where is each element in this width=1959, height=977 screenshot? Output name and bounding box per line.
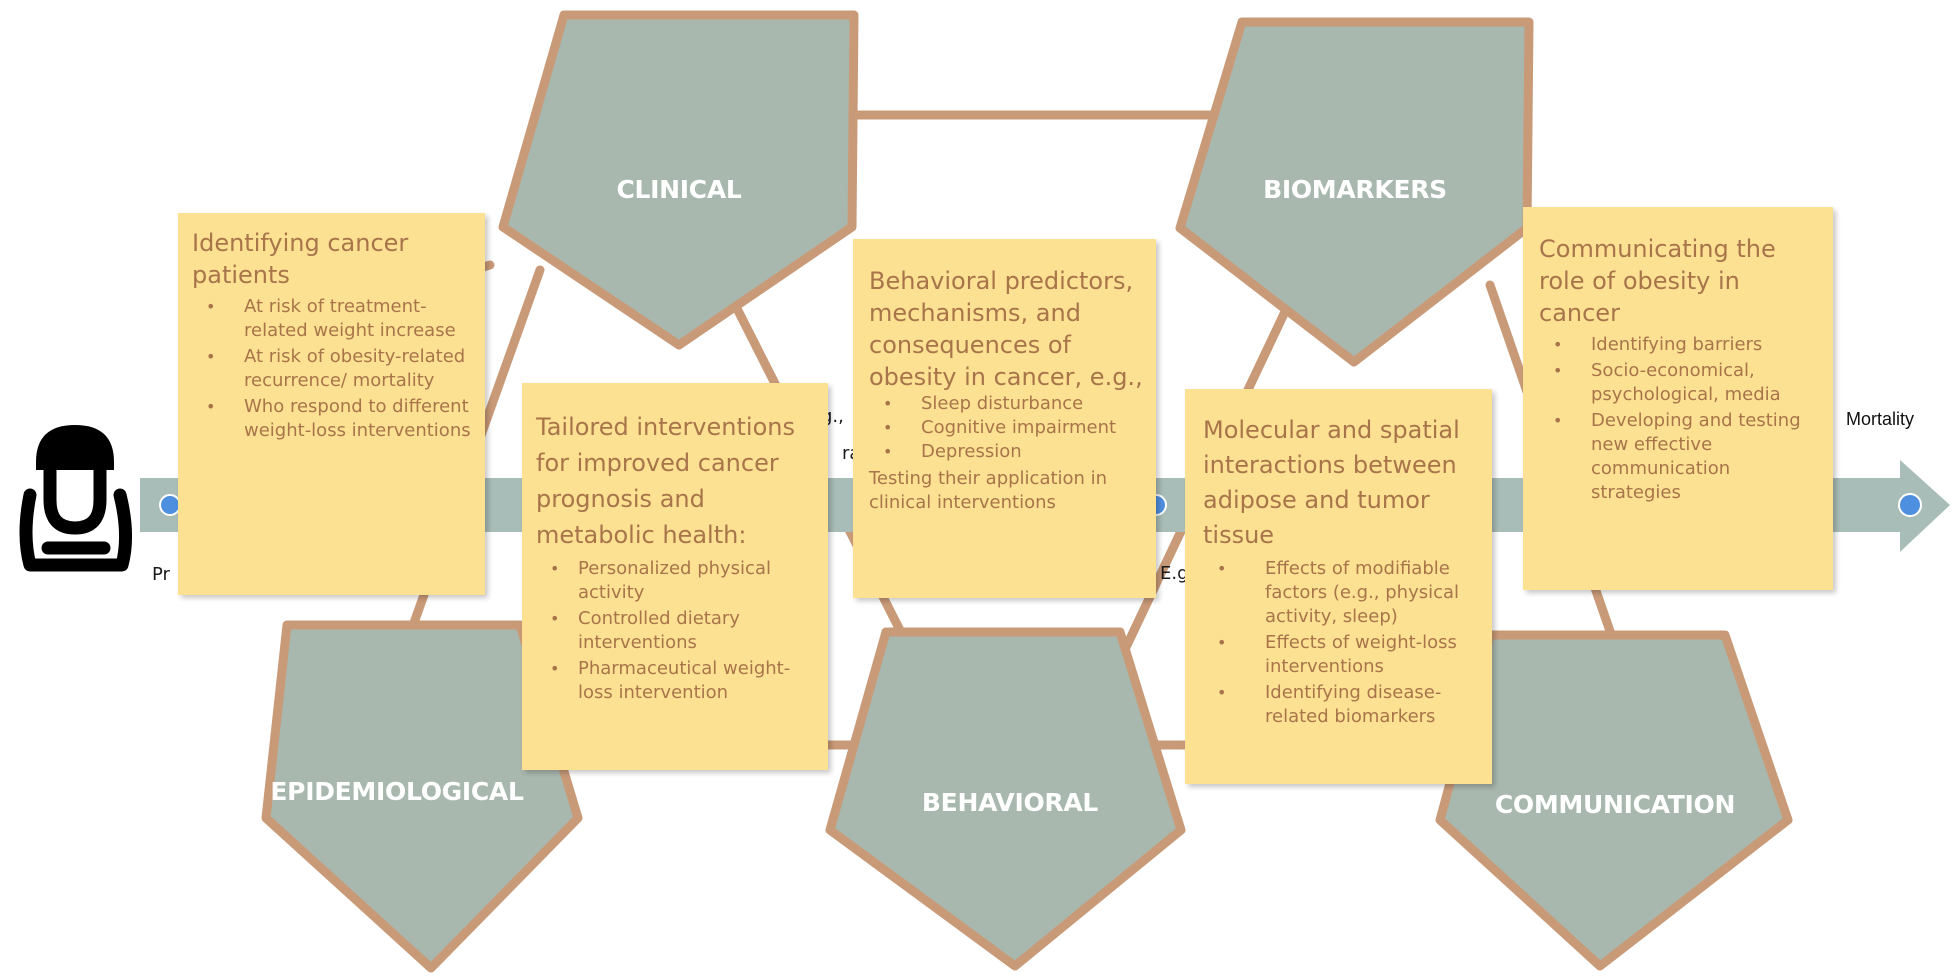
- pentagon-communication: [1435, 630, 1793, 971]
- note-tailored-interventions: Tailored interventions for improved canc…: [522, 383, 828, 770]
- list-item: Cognitive impairment: [869, 417, 1148, 439]
- note-identifying-patients: Identifying cancer patients At risk of t…: [178, 213, 485, 595]
- timeline-fragment-eg-right: E.g: [1160, 563, 1189, 584]
- list-item: Identifying barriers: [1539, 333, 1825, 357]
- list-item: Developing and testing new effective com…: [1539, 409, 1825, 505]
- list-item: Who respond to different weight-loss int…: [192, 395, 473, 443]
- note-list: Identifying barriers Socio-economical, p…: [1539, 333, 1825, 505]
- pentagon-label-communication: COMMUNICATION: [1494, 790, 1736, 819]
- list-item: Identifying disease-related biomarkers: [1203, 681, 1482, 729]
- pentagon-biomarkers: [1175, 17, 1534, 367]
- list-item: Socio-economical, psychological, media: [1539, 359, 1825, 407]
- note-heading: Identifying cancer patients: [192, 229, 409, 289]
- note-list: Effects of modifiable factors (e.g., phy…: [1203, 557, 1482, 729]
- note-tail: Testing their application in clinical in…: [869, 468, 1108, 513]
- pentagon-behavioral: [825, 627, 1186, 971]
- note-molecular-interactions: Molecular and spatial interactions betwe…: [1185, 389, 1492, 784]
- note-heading: Behavioral predictors, mechanisms, and c…: [869, 267, 1143, 391]
- note-heading: Tailored interventions for improved canc…: [536, 413, 795, 549]
- pentagon-epidemiological: [261, 620, 583, 973]
- list-item: At risk of treatment-related weight incr…: [192, 295, 473, 343]
- note-heading: Molecular and spatial interactions betwe…: [1203, 416, 1460, 549]
- note-communicating-role: Communicating the role of obesity in can…: [1523, 207, 1833, 590]
- timeline-fragment-pr: Pr: [152, 564, 170, 585]
- timeline-dot-end: [1898, 493, 1922, 517]
- list-item: Depression: [869, 441, 1148, 463]
- pentagon-label-biomarkers: BIOMARKERS: [1263, 175, 1447, 204]
- timeline-end-label: Mortality: [1846, 409, 1915, 429]
- note-list: Personalized physical activity Controlle…: [536, 557, 818, 705]
- note-list: At risk of treatment-related weight incr…: [192, 295, 473, 443]
- list-item: At risk of obesity-related recurrence/ m…: [192, 345, 473, 393]
- list-item: Personalized physical activity: [536, 557, 818, 605]
- note-list: Sleep disturbance Cognitive impairment D…: [869, 393, 1148, 463]
- note-heading: Communicating the role of obesity in can…: [1539, 235, 1776, 327]
- pentagon-label-behavioral: BEHAVIORAL: [921, 788, 1099, 817]
- list-item: Effects of modifiable factors (e.g., phy…: [1203, 557, 1482, 629]
- pentagon-clinical: [498, 10, 859, 350]
- note-behavioral-predictors: Behavioral predictors, mechanisms, and c…: [853, 239, 1156, 598]
- pentagon-label-epidemiological: EPIDEMIOLOGICAL: [270, 777, 524, 806]
- list-item: Sleep disturbance: [869, 393, 1148, 415]
- person-icon: [19, 425, 133, 572]
- list-item: Pharmaceutical weight-loss intervention: [536, 657, 818, 705]
- list-item: Controlled dietary interventions: [536, 607, 818, 655]
- pentagon-label-clinical: CLINICAL: [616, 175, 742, 204]
- list-item: Effects of weight-loss interventions: [1203, 631, 1482, 679]
- timeline-dot-start: [159, 494, 181, 516]
